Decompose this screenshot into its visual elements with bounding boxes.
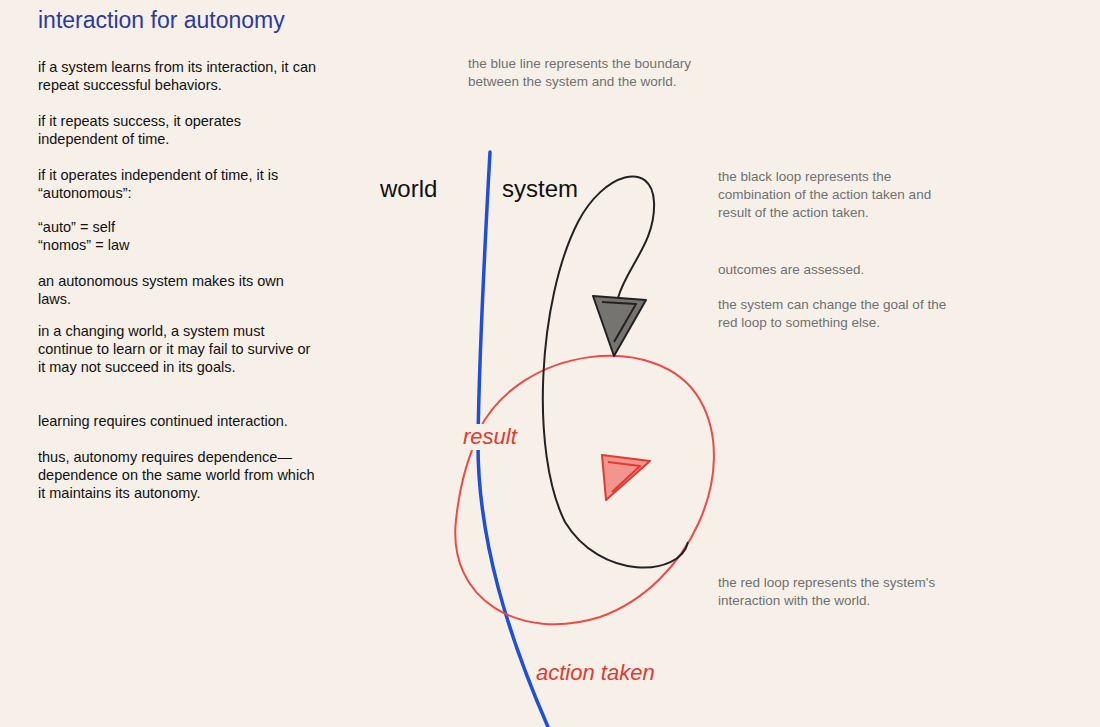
body-text: if it repeats success, it operates indep…: [38, 112, 318, 148]
annotation: outcomes are assessed.: [718, 261, 963, 279]
black-loop: [543, 176, 688, 567]
slide-title: interaction for autonomy: [38, 6, 285, 34]
body-text: an autonomous system makes its own laws.: [38, 272, 318, 308]
loop-label: action taken: [533, 660, 658, 686]
red-arrowhead: [602, 455, 650, 500]
black-arrowhead: [593, 296, 646, 356]
definition-text: “nomos” = law: [38, 236, 318, 254]
annotation: the black loop represents the combinatio…: [718, 168, 963, 222]
region-label: system: [502, 175, 578, 203]
annotation: the blue line represents the boundary be…: [468, 55, 703, 91]
loop-label: result: [460, 424, 520, 450]
red-loop: [455, 356, 714, 624]
definition-text: “auto” = self: [38, 218, 318, 236]
body-text: thus, autonomy requires dependence— depe…: [38, 448, 318, 502]
body-text: if a system learns from its interaction,…: [38, 58, 318, 94]
region-label: world: [380, 175, 437, 203]
body-text: learning requires continued interaction.: [38, 412, 318, 430]
annotation: the system can change the goal of the re…: [718, 296, 963, 332]
body-text: if it operates independent of time, it i…: [38, 166, 318, 202]
annotation: the red loop represents the system's int…: [718, 574, 963, 610]
body-text: in a changing world, a system must conti…: [38, 322, 318, 376]
